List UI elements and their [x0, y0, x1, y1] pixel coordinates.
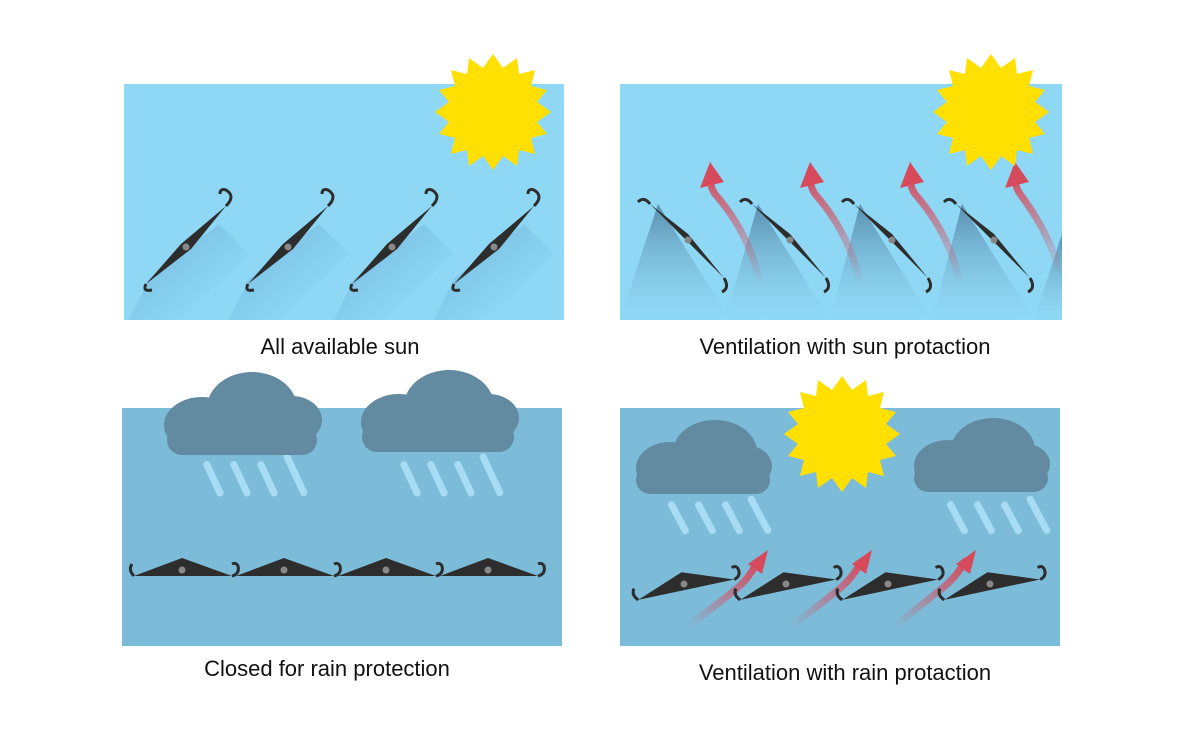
panel-ventilation-rain [620, 376, 1060, 646]
rain-cloud-icon [361, 370, 519, 497]
louver-blade [840, 197, 933, 294]
rain-cloud-icon [636, 420, 772, 535]
sun-icon [784, 376, 900, 492]
panel-closed-rain [122, 370, 562, 646]
arrow-heads [748, 550, 976, 574]
caption-closed-rain: Closed for rain protection [204, 656, 450, 681]
rain-cloud-icon [164, 372, 322, 497]
louver-row-closed [128, 558, 546, 578]
louver-row-tilted [631, 565, 1047, 602]
louver-blade [338, 558, 444, 578]
louver-shades [620, 204, 1062, 320]
louver-blade [245, 188, 335, 292]
louver-shadows [129, 224, 554, 320]
louver-blade [236, 558, 342, 578]
louver-blade [636, 197, 729, 294]
louver-blade [349, 188, 439, 292]
sun-icon [435, 54, 551, 170]
arrow-heads [700, 162, 1029, 188]
rain-cloud-icon [914, 418, 1051, 535]
louver-blade [631, 565, 741, 602]
louver-row [143, 188, 541, 292]
caption-ventilation-rain: Ventilation with rain protaction [698, 660, 992, 685]
louver-blade [738, 197, 831, 294]
panel-all-available-sun [124, 54, 564, 320]
louver-blade [143, 188, 233, 292]
louver-blade [451, 188, 541, 292]
louver-blade [942, 197, 1035, 294]
louver-blade [733, 565, 843, 602]
panel-ventilation-sun [620, 54, 1064, 320]
louver-row [636, 197, 1035, 294]
louver-blade [937, 565, 1047, 602]
louver-blade [835, 565, 945, 602]
caption-ventilation-sun: Ventilation with sun protaction [699, 334, 991, 359]
louver-blade [128, 558, 240, 578]
caption-all-available-sun: All available sun [260, 334, 420, 359]
louver-blade [440, 558, 546, 578]
sun-icon [933, 54, 1049, 170]
